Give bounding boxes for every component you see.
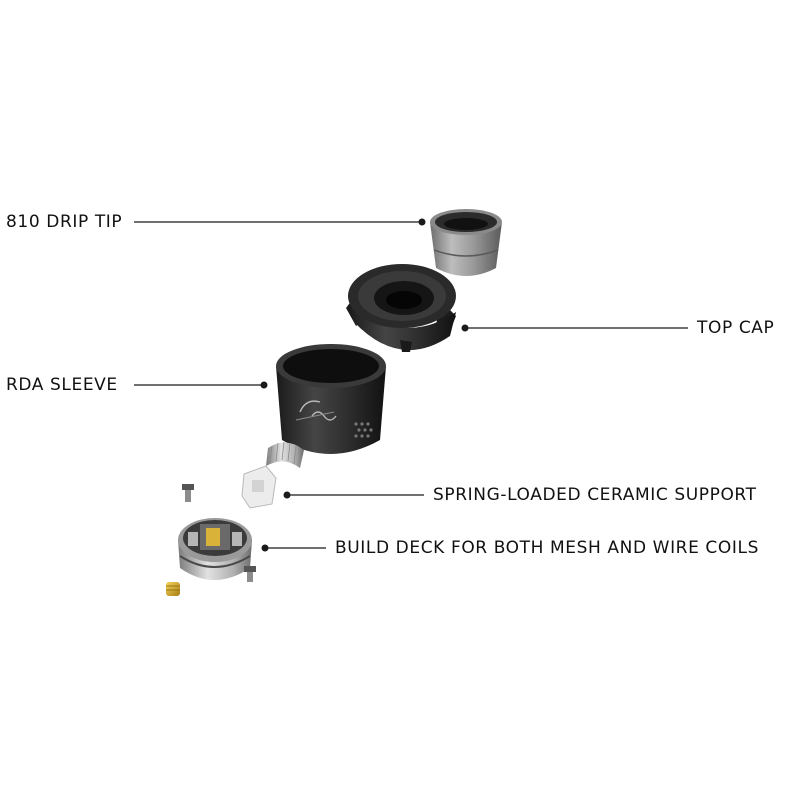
leader-dot-build-deck — [261, 544, 269, 552]
rda-sleeve-illustration — [276, 344, 386, 454]
label-rda-sleeve: RDA SLEEVE — [6, 375, 118, 395]
gold-pin-illustration — [166, 582, 180, 596]
screw-illustration-top — [182, 484, 194, 502]
leader-dot-rda-sleeve — [260, 381, 268, 389]
leader-dot-ceramic-support — [283, 491, 291, 499]
label-drip-tip: 810 DRIP TIP — [6, 212, 123, 232]
screw-illustration-right — [244, 566, 256, 582]
label-ceramic-support: SPRING-LOADED CERAMIC SUPPORT — [433, 485, 757, 505]
drip-tip-illustration — [430, 209, 502, 276]
top-cap-illustration — [346, 264, 456, 352]
build-deck-illustration — [178, 518, 252, 580]
leader-lines — [134, 218, 688, 552]
ceramic-support-illustration — [241, 441, 304, 509]
label-build-deck: BUILD DECK FOR BOTH MESH AND WIRE COILS — [335, 538, 759, 558]
leader-dot-drip-tip — [418, 218, 426, 226]
label-top-cap: TOP CAP — [697, 318, 775, 338]
leader-dot-top-cap — [461, 324, 469, 332]
